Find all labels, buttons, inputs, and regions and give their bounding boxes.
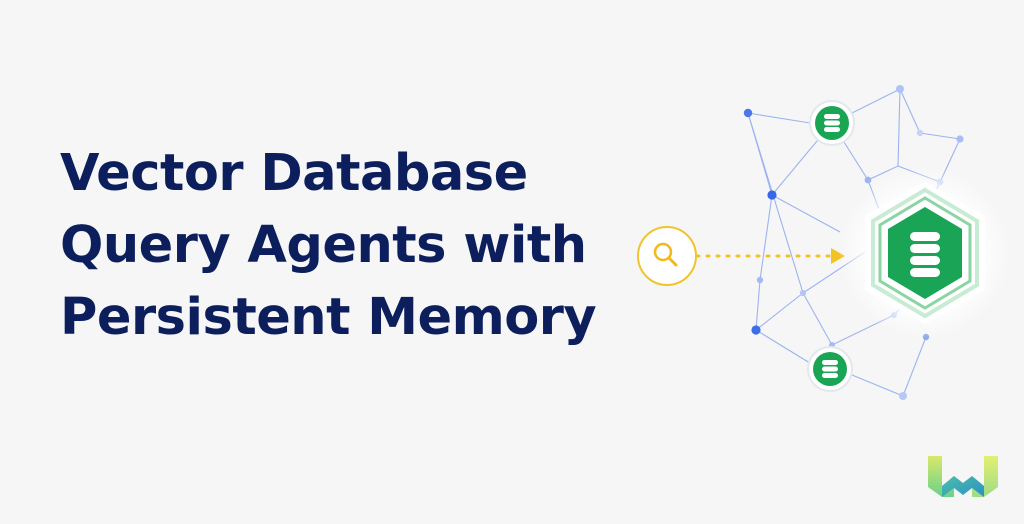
search-icon bbox=[653, 242, 673, 262]
database-icon bbox=[824, 114, 840, 132]
network-node bbox=[864, 176, 872, 184]
network-node bbox=[891, 312, 897, 318]
small-database-node-top bbox=[809, 100, 855, 146]
hero-title-line-3: Persistent Memory bbox=[60, 288, 597, 347]
network-node bbox=[899, 392, 907, 400]
network-node bbox=[922, 333, 930, 341]
query-node bbox=[637, 226, 697, 286]
hero-title: Vector Database Query Agents with Persis… bbox=[60, 138, 640, 354]
network-node bbox=[829, 342, 835, 348]
network-node bbox=[936, 178, 944, 186]
network-edges bbox=[747, 88, 961, 397]
query-link bbox=[695, 248, 845, 264]
database-icon bbox=[822, 360, 838, 378]
network-node bbox=[896, 85, 904, 93]
network-nodes bbox=[743, 85, 964, 400]
network-node bbox=[916, 129, 924, 137]
database-icon bbox=[910, 232, 940, 277]
network-node bbox=[751, 325, 761, 335]
network-node bbox=[756, 276, 764, 284]
network-node bbox=[743, 108, 753, 118]
brand-logo-icon bbox=[928, 456, 998, 497]
central-database-node bbox=[839, 167, 1011, 339]
hero-title-line-1: Vector Database bbox=[60, 144, 528, 203]
hero-title-line-2: Query Agents with bbox=[60, 216, 587, 275]
network-node bbox=[767, 190, 777, 200]
network-node bbox=[799, 289, 807, 297]
small-database-node-bottom bbox=[807, 346, 853, 392]
network-node bbox=[956, 135, 964, 143]
